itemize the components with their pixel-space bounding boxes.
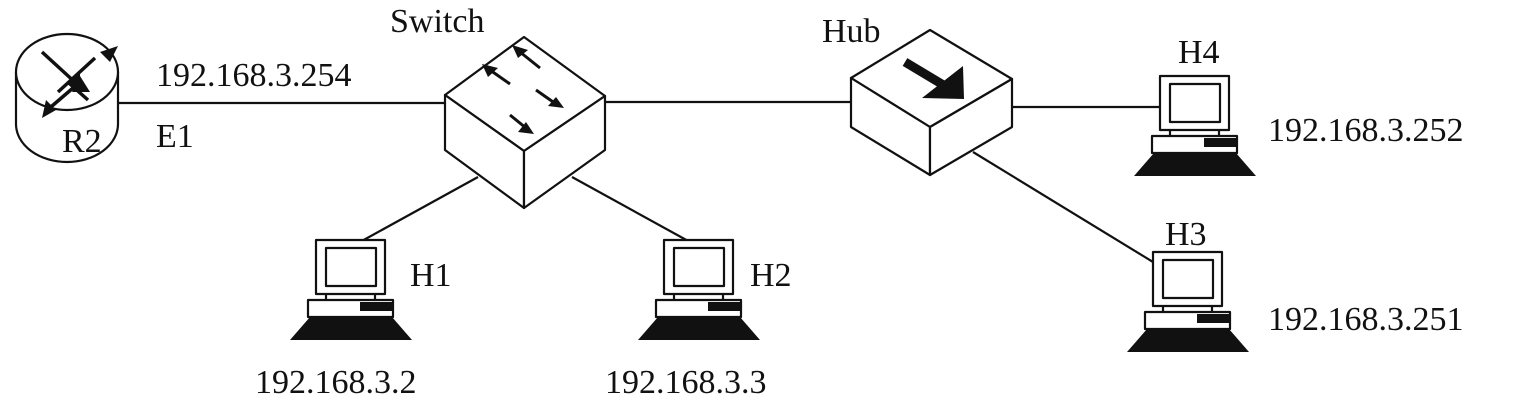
router-ip: 192.168.3.254	[156, 57, 352, 94]
link-hub-h3	[972, 151, 1154, 263]
h2-computer-icon	[636, 238, 762, 342]
h2-name: H2	[750, 257, 792, 294]
router-interface: E1	[156, 118, 194, 155]
router-name: R2	[62, 123, 102, 160]
switch-name: Switch	[390, 3, 484, 40]
h4-computer-icon	[1132, 74, 1258, 178]
h3-ip: 192.168.3.251	[1268, 301, 1464, 338]
hub-icon	[849, 28, 1014, 177]
h3-computer-icon	[1125, 250, 1251, 354]
h1-name: H1	[410, 257, 452, 294]
h3-name: H3	[1165, 216, 1207, 253]
link-switch-h2	[571, 176, 691, 243]
link-switch-h1	[359, 176, 479, 243]
h1-ip: 192.168.3.2	[255, 364, 417, 401]
switch-icon	[443, 35, 607, 210]
h4-ip: 192.168.3.252	[1268, 112, 1464, 149]
h2-ip: 192.168.3.3	[605, 364, 767, 401]
hub-name: Hub	[822, 13, 881, 50]
h4-name: H4	[1178, 34, 1220, 71]
h1-computer-icon	[288, 238, 414, 342]
router-icon	[14, 32, 120, 164]
